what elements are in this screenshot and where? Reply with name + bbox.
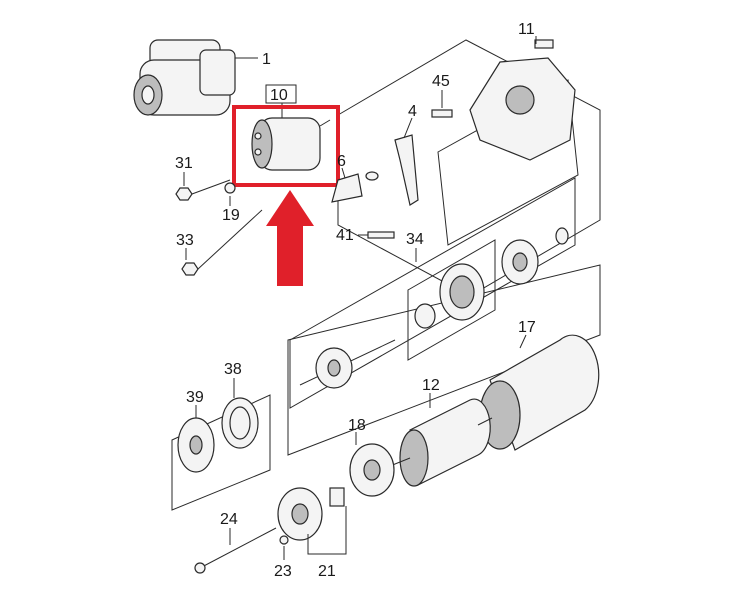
label-part-34: 34 (406, 231, 424, 248)
label-part-12: 12 (422, 377, 440, 394)
fork-lever (331, 134, 419, 206)
part-labels: 1 10 4 6 11 45 31 19 33 41 34 17 12 38 3… (175, 21, 536, 580)
highlight-box (232, 105, 340, 187)
label-part-19: 19 (222, 207, 240, 224)
part-10-label-box (265, 84, 297, 104)
label-part-6: 6 (337, 153, 346, 170)
frame-drive-group (337, 39, 601, 297)
label-part-24: 24 (220, 511, 238, 528)
label-part-45: 45 (432, 73, 450, 90)
label-part-41: 41 (336, 227, 354, 244)
fasteners (175, 179, 395, 276)
drive-pinion (414, 227, 569, 329)
label-part-10: 10 (270, 87, 288, 104)
frame-armature-set (289, 177, 576, 409)
label-part-18: 18 (348, 417, 366, 434)
starter-assembly (133, 39, 258, 116)
label-part-33: 33 (176, 232, 194, 249)
label-part-1: 1 (262, 51, 271, 68)
label-part-38: 38 (224, 361, 242, 378)
label-part-17: 17 (518, 319, 536, 336)
solenoid-part (251, 103, 331, 171)
label-part-4: 4 (408, 103, 417, 120)
label-part-39: 39 (186, 389, 204, 406)
label-part-21: 21 (318, 563, 336, 580)
brush-holder (349, 432, 395, 497)
end-cover (177, 397, 259, 473)
drive-end-housing (431, 39, 576, 161)
frame-armature-inner (407, 239, 496, 361)
leader-lines (183, 36, 537, 560)
armature-shaft (299, 339, 396, 389)
label-part-31: 31 (175, 155, 193, 172)
label-part-11: 11 (518, 21, 535, 38)
label-part-23: 23 (274, 563, 292, 580)
commutator-end-plate (194, 487, 347, 574)
yoke-housing (479, 334, 600, 451)
highlight-arrow (266, 190, 314, 286)
armature (389, 398, 493, 487)
frame-housing (287, 264, 601, 456)
